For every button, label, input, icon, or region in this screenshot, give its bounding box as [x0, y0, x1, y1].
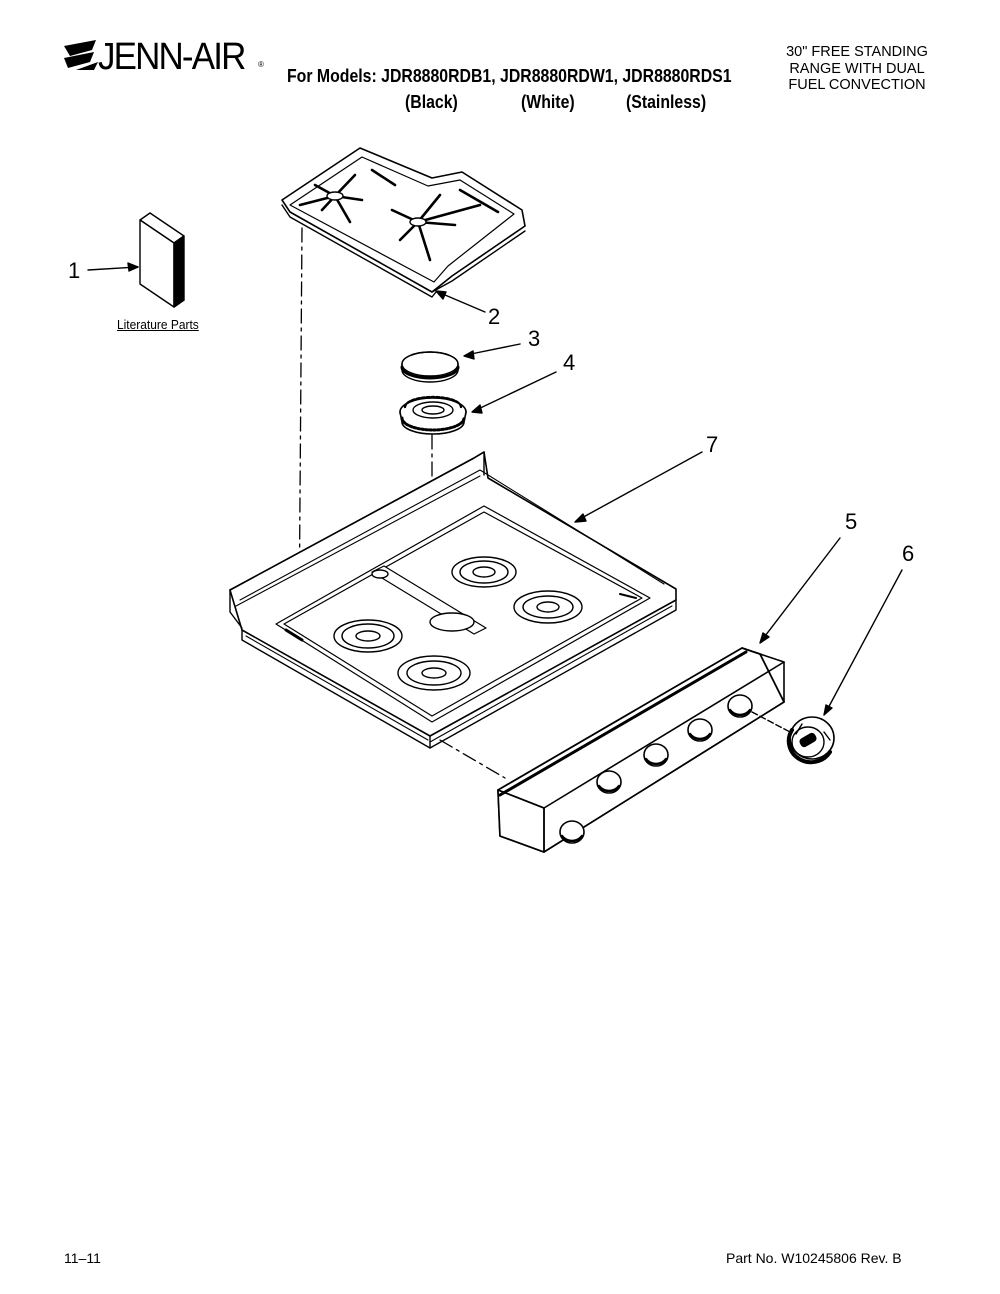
- burner-grate-drawing: [281, 147, 526, 298]
- literature-book-icon: [139, 212, 185, 308]
- callout-7: 7: [706, 432, 719, 457]
- color-label-black: (Black): [405, 92, 458, 112]
- models-line: For Models: JDR8880RDB1, JDR8880RDW1, JD…: [287, 66, 732, 86]
- control-knob-drawing: [786, 716, 835, 765]
- callout-6: 6: [902, 541, 915, 566]
- callout-4: 4: [563, 350, 576, 375]
- leader-line-6: [823, 569, 903, 716]
- callout-1: 1: [68, 258, 81, 283]
- leader-line-2: [435, 290, 486, 313]
- footer-part-number: Part No. W10245806 Rev. B: [726, 1250, 902, 1266]
- product-description: 30" FREE STANDING RANGE WITH DUAL FUEL C…: [760, 44, 954, 94]
- brand-logo-text: JENN-AIR: [98, 36, 246, 78]
- callout-2: 2: [488, 304, 501, 329]
- callout-5: 5: [845, 509, 858, 534]
- burner-base-drawing: [399, 395, 467, 435]
- color-label-stainless: (Stainless): [626, 92, 707, 112]
- leader-line-7: [574, 451, 703, 523]
- product-description-line: RANGE WITH DUAL: [789, 60, 925, 77]
- literature-parts-label: Literature Parts: [117, 317, 199, 332]
- product-description-line: 30" FREE STANDING: [786, 44, 928, 60]
- leader-line-4: [471, 371, 557, 414]
- color-label-white: (White): [521, 92, 575, 112]
- control-panel-drawing: [497, 647, 791, 853]
- callout-3: 3: [528, 326, 541, 351]
- product-description-line: FUEL CONVECTION: [788, 77, 926, 93]
- brand-trademark: ®: [258, 60, 264, 69]
- leader-line-1: [87, 262, 139, 272]
- leader-line-5: [759, 537, 841, 644]
- burner-cap-drawing: [400, 351, 460, 383]
- leader-line-3: [463, 343, 521, 360]
- cooktop-drawing: [229, 451, 677, 749]
- footer-date: 11–11: [64, 1250, 101, 1266]
